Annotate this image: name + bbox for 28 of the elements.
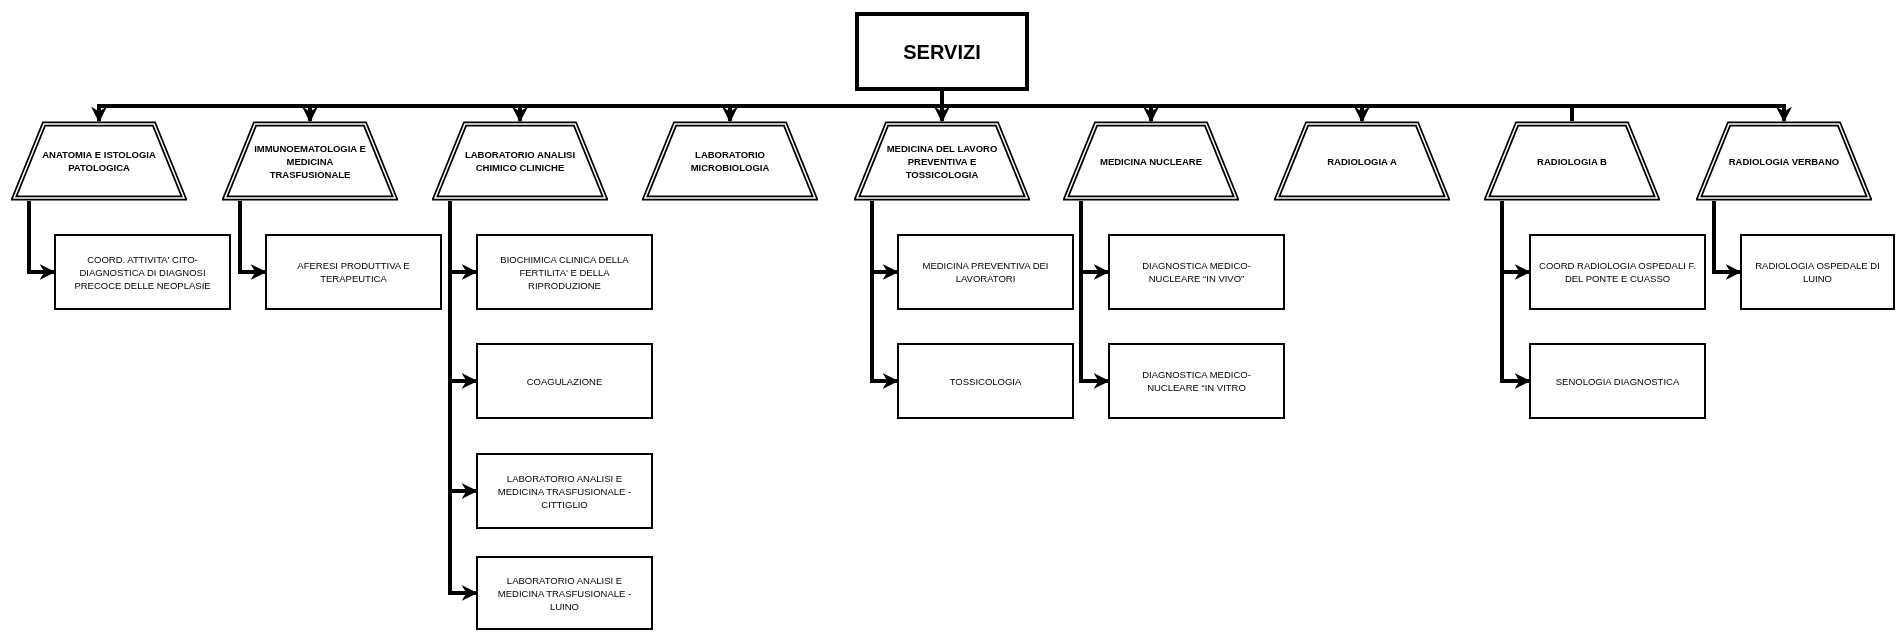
unit-box: DIAGNOSTICA MEDICO-NUCLEARE “IN VIVO”: [1108, 234, 1285, 310]
department-trapezoid: LABORATORIO MICROBIOLOGIA: [642, 121, 818, 201]
connector-arrow: [448, 201, 478, 601]
department-trapezoid: MEDICINA NUCLEARE: [1063, 121, 1239, 201]
department-trapezoid: ANATOMIA E ISTOLOGIA PATOLOGICA: [11, 121, 187, 201]
root-box: SERVIZI: [855, 12, 1029, 91]
unit-box: AFERESI PRODUTTIVA E TERAPEUTICA: [265, 234, 442, 310]
unit-box: COORD. ATTIVITA' CITO-DIAGNOSTICA DI DIAGNOSI PRECOCE DELLE NEOPLASIE: [54, 234, 231, 310]
unit-box: COAGULAZIONE: [476, 343, 653, 419]
unit-box: DIAGNOSTICA MEDICO-NUCLEARE “IN VITRO: [1108, 343, 1285, 419]
unit-box: COORD RADIOLOGIA OSPEDALI F. DEL PONTE E CUASSO: [1529, 234, 1706, 310]
unit-box: BIOCHIMICA CLINICA DELLA FERTILITA' E DELLA RIPRODUZIONE: [476, 234, 653, 310]
connector-arrow: [1712, 201, 1742, 280]
department-trapezoid: RADIOLOGIA B: [1484, 121, 1660, 201]
connector-arrow: [870, 201, 899, 389]
unit-box: RADIOLOGIA OSPEDALE DI LUINO: [1740, 234, 1895, 310]
department-trapezoid: MEDICINA DEL LAVORO PREVENTIVA E TOSSICOLOGIA: [854, 121, 1030, 201]
unit-box: MEDICINA PREVENTIVA DEI LAVORATORI: [897, 234, 1074, 310]
unit-box: LABORATORIO ANALISI E MEDICINA TRASFUSIONALE - LUINO: [476, 556, 653, 630]
department-trapezoid: IMMUNOEMATOLOGIA E MEDICINA TRASFUSIONALE: [222, 121, 398, 201]
unit-box: SENOLOGIA DIAGNOSTICA: [1529, 343, 1706, 419]
department-trapezoid: RADIOLOGIA VERBANO: [1696, 121, 1872, 201]
unit-box: LABORATORIO ANALISI E MEDICINA TRASFUSIONALE - CITTIGLIO: [476, 453, 653, 529]
department-trapezoid: RADIOLOGIA A: [1274, 121, 1450, 201]
unit-box: TOSSICOLOGIA: [897, 343, 1074, 419]
connector-arrow: [238, 201, 267, 280]
connector-arrow: [27, 201, 56, 280]
department-trapezoid: LABORATORIO ANALISI CHIMICO CLINICHE: [432, 121, 608, 201]
